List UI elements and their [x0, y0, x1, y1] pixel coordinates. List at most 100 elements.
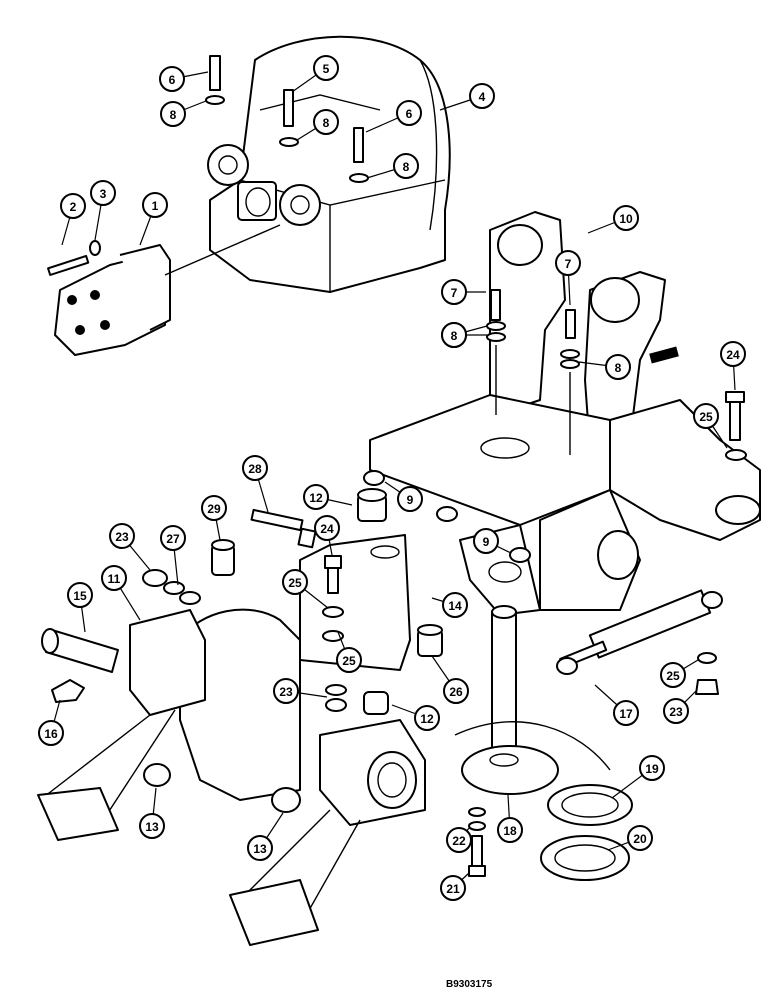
long-bolt	[250, 508, 317, 549]
callout-circle	[60, 193, 86, 219]
callout-circle	[497, 817, 523, 843]
frame-bolts	[486, 289, 580, 455]
gearbox-housing	[207, 35, 451, 293]
pump-bolt	[47, 240, 101, 276]
callout-circle	[613, 700, 639, 726]
callout-number: 24	[726, 348, 740, 362]
callout-circle	[303, 484, 329, 510]
callout-number: 9	[407, 493, 414, 507]
callout-27: 27	[160, 525, 186, 586]
callout-number: 18	[503, 824, 517, 838]
callout-number: 5	[323, 62, 330, 76]
callout-29: 29	[201, 495, 227, 541]
gearbox-bolts	[205, 55, 369, 183]
callout-25: 25	[282, 569, 329, 609]
callout-number: 21	[446, 882, 460, 896]
callout-24: 24	[314, 515, 340, 556]
callout-circle	[393, 153, 419, 179]
callout-25: 25	[693, 403, 728, 449]
callout-number: 7	[451, 286, 458, 300]
callout-19: 19	[611, 755, 665, 799]
callout-circle	[627, 825, 653, 851]
callout-6: 6	[365, 100, 422, 133]
callout-8: 8	[441, 322, 488, 348]
callout-14: 14	[431, 592, 468, 618]
callout-number: 25	[666, 669, 680, 683]
callout-number: 23	[279, 685, 293, 699]
callout-circle	[159, 66, 185, 92]
callout-number: 8	[451, 329, 458, 343]
callout-circle	[720, 341, 746, 367]
callout-23: 23	[663, 689, 698, 724]
callout-circle	[282, 569, 308, 595]
callout-12: 12	[391, 704, 440, 731]
callout-number: 8	[170, 108, 177, 122]
callout-number: 23	[115, 530, 129, 544]
callout-circle	[446, 827, 472, 853]
shaft-bolt	[468, 807, 486, 877]
callout-number: 8	[615, 361, 622, 375]
callout-20: 20	[607, 825, 653, 851]
bushing-and-nuts	[142, 539, 443, 657]
callout-circle	[473, 528, 499, 554]
callout-circle	[109, 523, 135, 549]
callout-13: 13	[139, 787, 165, 839]
hydraulic-pump	[54, 224, 281, 356]
callout-circle	[693, 403, 719, 429]
callout-number: 2	[70, 200, 77, 214]
callout-number: 9	[483, 535, 490, 549]
callout-circle	[139, 813, 165, 839]
callout-number: 6	[406, 107, 413, 121]
callout-8: 8	[296, 109, 339, 141]
callout-circle	[247, 835, 273, 861]
axle-housing	[37, 608, 426, 946]
lower-block-hardware	[325, 684, 389, 715]
callout-5: 5	[291, 55, 339, 93]
callout-circle	[440, 875, 466, 901]
callout-number: 11	[108, 572, 121, 586]
callout-circle	[313, 109, 339, 135]
callout-7: 7	[555, 250, 581, 306]
callout-number: 8	[323, 116, 330, 130]
callout-23: 23	[109, 523, 151, 571]
callout-number: 10	[619, 212, 633, 226]
callout-11: 11	[101, 565, 141, 621]
callout-25: 25	[660, 659, 699, 688]
drawing-number: B9303175	[446, 979, 493, 990]
callout-circle	[142, 192, 168, 218]
callout-number: 12	[309, 491, 323, 505]
callout-25: 25	[336, 631, 362, 673]
callout-circle	[441, 279, 467, 305]
callout-9: 9	[473, 528, 512, 554]
callout-circle	[443, 678, 469, 704]
callout-number: 17	[619, 707, 633, 721]
callout-number: 8	[403, 160, 410, 174]
callout-number: 23	[669, 705, 683, 719]
callout-10: 10	[587, 205, 639, 234]
callout-number: 29	[207, 502, 221, 516]
callout-circle	[441, 322, 467, 348]
callout-28: 28	[242, 455, 269, 513]
callout-circle	[639, 755, 665, 781]
callout-circle	[101, 565, 127, 591]
callout-23: 23	[273, 678, 328, 704]
callout-circle	[242, 455, 268, 481]
frame-nuts	[363, 470, 531, 563]
callout-circle	[90, 180, 116, 206]
callout-number: 6	[169, 73, 176, 87]
right-bolt	[725, 391, 747, 461]
callout-circle	[313, 55, 339, 81]
callout-18: 18	[497, 794, 523, 843]
callout-circle	[442, 592, 468, 618]
callout-3: 3	[90, 180, 116, 241]
callout-circle	[663, 698, 689, 724]
callout-number: 13	[253, 842, 267, 856]
callout-number: 27	[166, 532, 180, 546]
callout-13: 13	[247, 812, 284, 861]
callout-number: 20	[633, 832, 647, 846]
callout-circle	[396, 100, 422, 126]
callout-7: 7	[441, 279, 486, 305]
callout-circle	[469, 83, 495, 109]
callout-number: 19	[645, 762, 659, 776]
callout-circle	[273, 678, 299, 704]
